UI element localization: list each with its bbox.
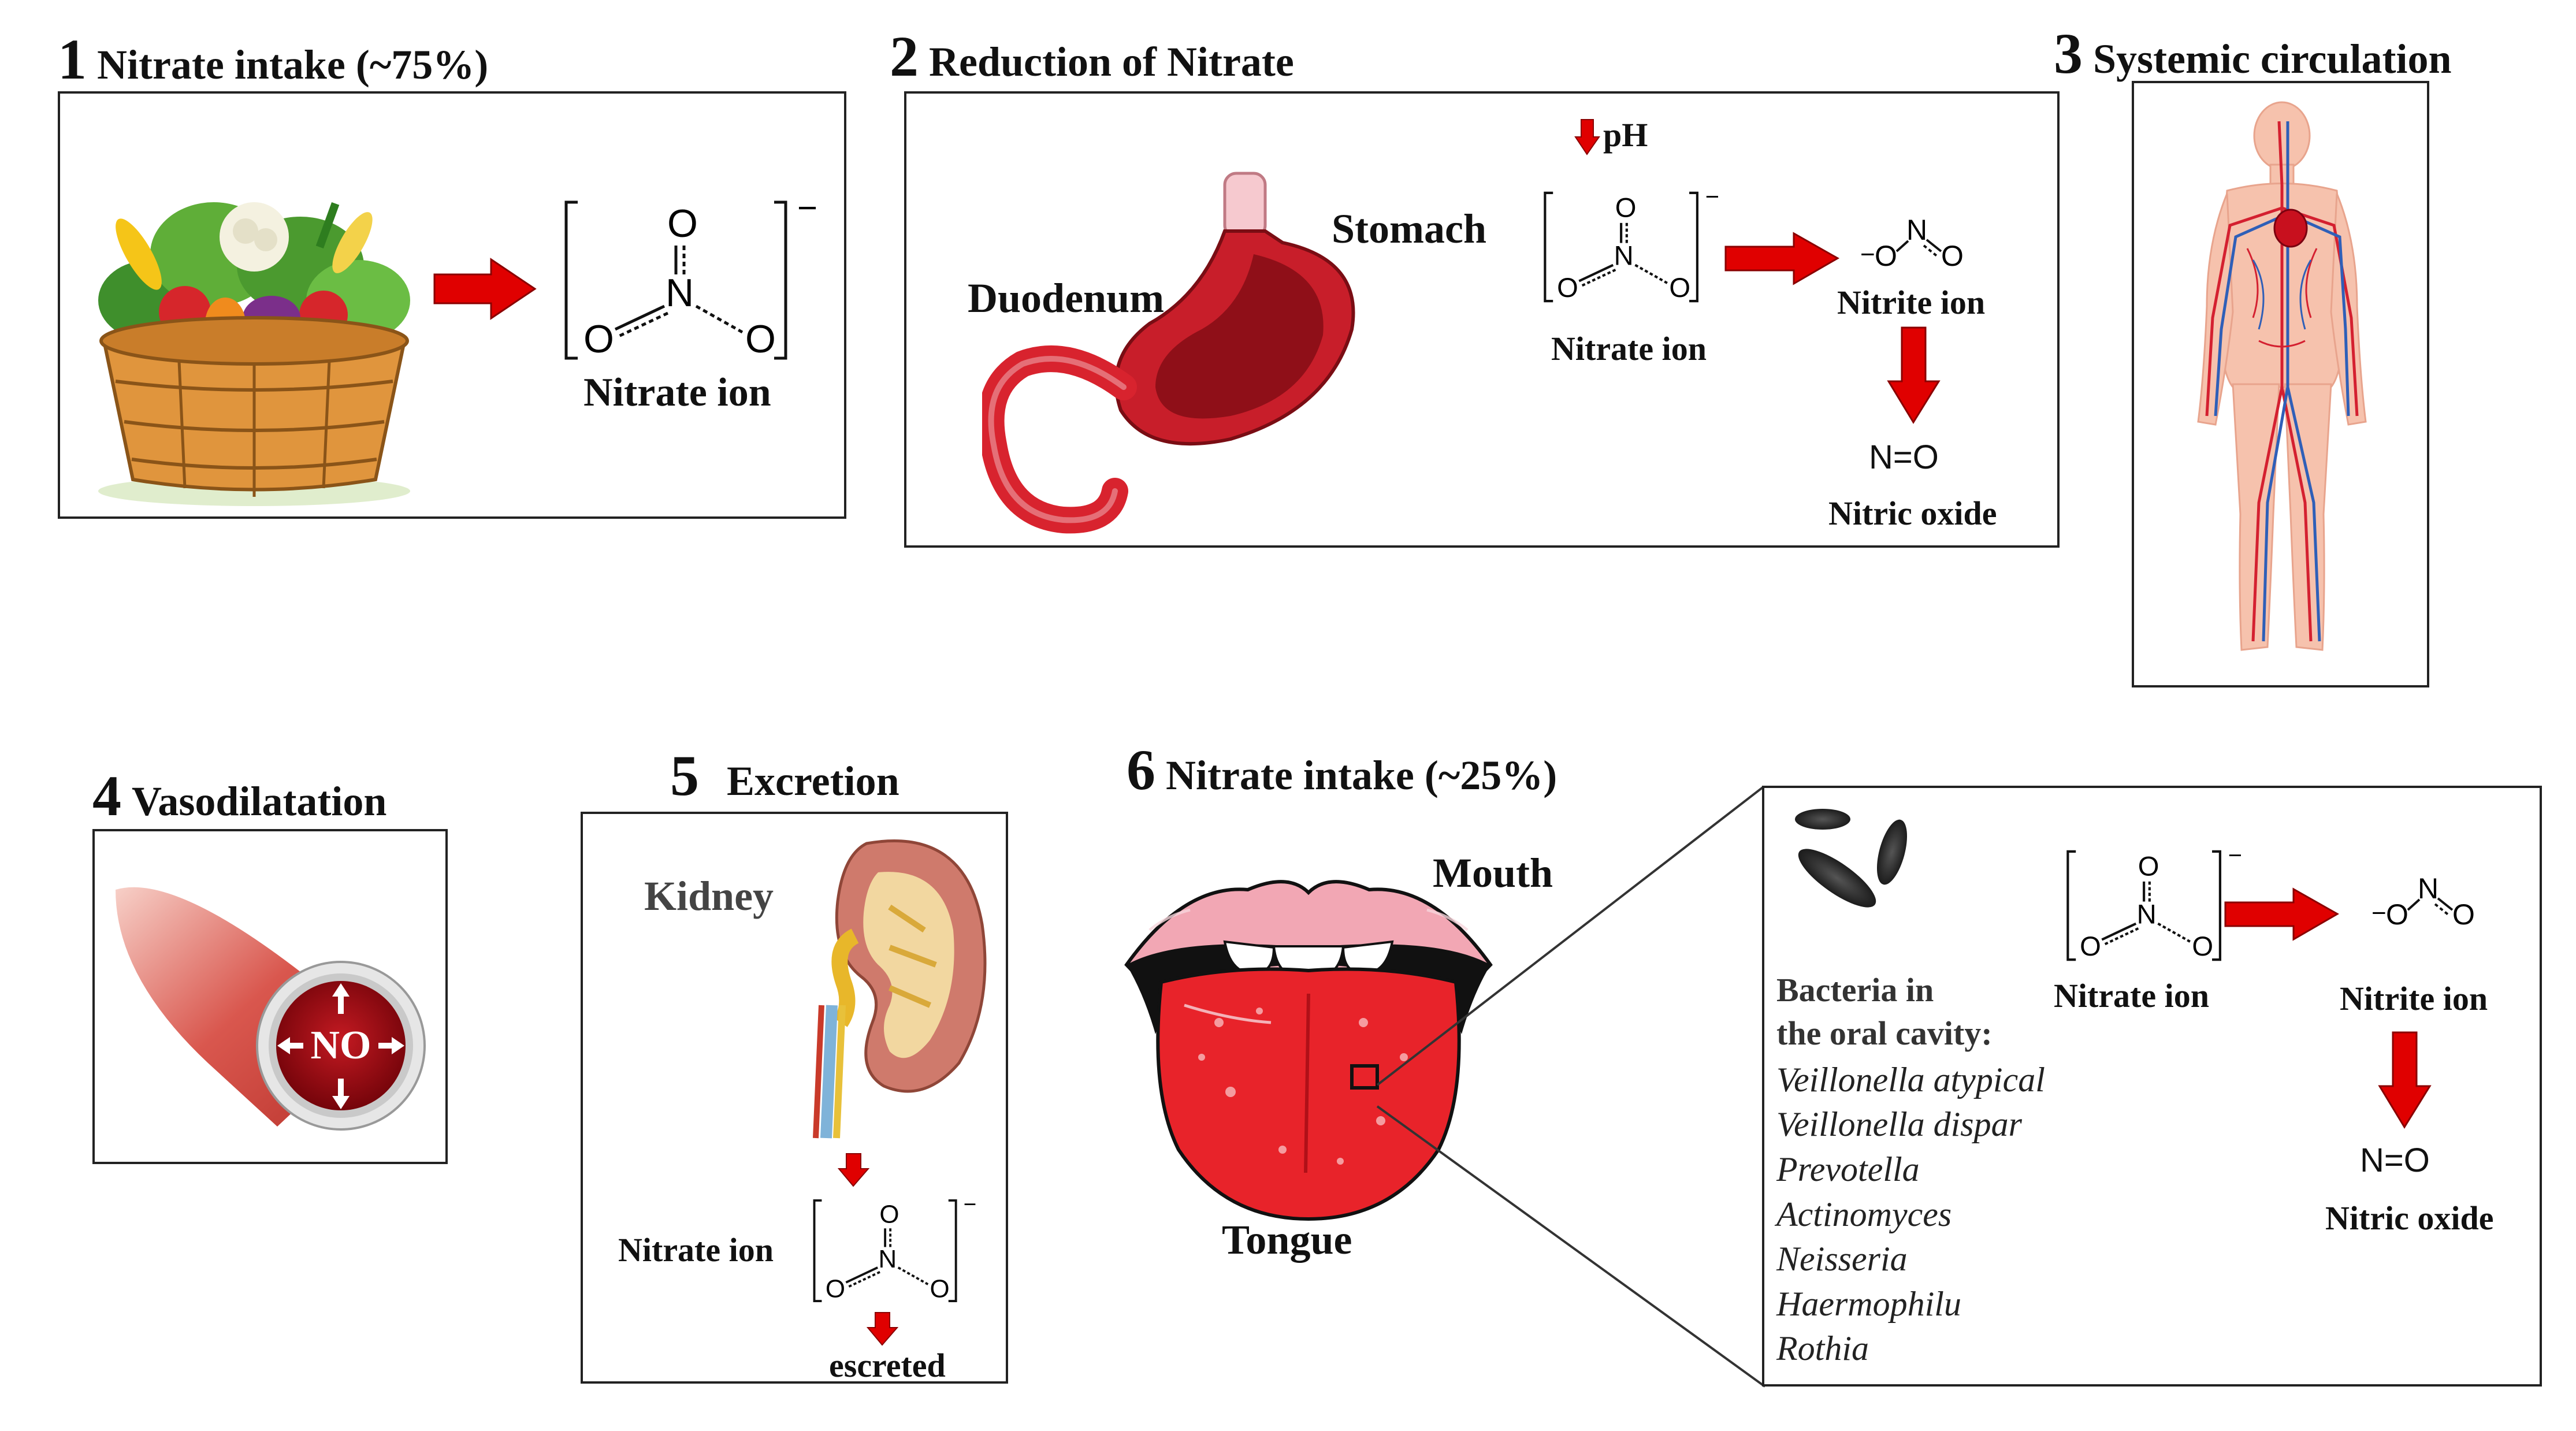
- atom-o-left: O: [1557, 272, 1578, 303]
- basket: [99, 316, 409, 497]
- bacteria-species-3: Prevotella: [1776, 1150, 1920, 1188]
- charge-minus: −: [2228, 843, 2242, 869]
- charge-minus: −: [797, 191, 817, 227]
- bacteria-species-4: Actinomyces: [1776, 1195, 1952, 1233]
- panel-2-number: 2: [890, 24, 919, 88]
- panel-2-title-text: Reduction of Nitrate: [929, 39, 1294, 85]
- atom-o-left: O: [2386, 898, 2408, 931]
- nitrite-to-no-arrow: [1887, 326, 1941, 424]
- bacteria-heading-line-2: the oral cavity:: [1776, 1014, 1993, 1052]
- panel-3-number: 3: [2054, 21, 2083, 86]
- oral-nitric-oxide-label: Nitric oxide: [2325, 1199, 2494, 1237]
- stomach-label: Stomach: [1332, 206, 1486, 252]
- stomach-nitrite-label: Nitrite ion: [1837, 284, 1986, 321]
- panel-5-title: 5 Excretion: [670, 742, 899, 809]
- panel-1-nitrate-label: Nitrate ion: [583, 370, 771, 415]
- bacteria-species-6: Haermophilu: [1776, 1285, 1961, 1323]
- atom-o-right: O: [2452, 898, 2475, 931]
- panel-4-title-text: Vasodilatation: [132, 778, 387, 824]
- nitrate-ion-structure-oral: − O N O O: [2066, 843, 2242, 961]
- atom-o-right: O: [930, 1275, 950, 1303]
- charge-minus: −: [2371, 899, 2387, 927]
- oral-nitrite-to-no-arrow: [2378, 1031, 2432, 1129]
- kidney-illustration: [813, 839, 987, 1139]
- oral-nitrate-to-nitrite-arrow: [2224, 887, 2340, 941]
- atom-o-right: O: [745, 317, 776, 361]
- atom-o-top: O: [1615, 192, 1637, 222]
- kidney-down-arrow: [838, 1153, 869, 1187]
- panel-5-number: 5: [670, 744, 699, 808]
- panel-1-number: 1: [58, 27, 87, 91]
- atom-o-left: O: [583, 317, 614, 361]
- nitrate-ion-structure-excretion: − O N O O: [813, 1193, 977, 1303]
- bacteria-species-1: Veillonella atypical: [1776, 1061, 2045, 1099]
- stomach-no-formula: N=O: [1869, 438, 1939, 476]
- atom-n: N: [2418, 872, 2439, 905]
- atom-o-top: O: [2138, 850, 2159, 881]
- tongue-label: Tongue: [1222, 1217, 1352, 1263]
- atom-o-left: O: [826, 1275, 845, 1303]
- atom-n: N: [2137, 899, 2157, 930]
- charge-minus: −: [1705, 185, 1719, 210]
- atom-n: N: [1614, 240, 1634, 271]
- atom-o-left: O: [2080, 931, 2101, 961]
- excretion-down-arrow: [867, 1312, 898, 1346]
- atom-o-right: O: [2192, 931, 2213, 961]
- nitrate-to-nitrite-arrow: [1724, 232, 1840, 285]
- panel-1-title-text: Nitrate intake (~75%): [97, 42, 489, 88]
- ph-decrease-arrow: [1574, 119, 1600, 155]
- mouth-label: Mouth: [1433, 850, 1553, 896]
- atom-o-top: O: [667, 202, 698, 246]
- bacteria-illustration: [1795, 809, 1908, 908]
- zoom-connector-lines: [1376, 786, 1766, 1388]
- bacteria-species-5: Neisseria: [1776, 1240, 1908, 1278]
- panel-3-title-text: Systemic circulation: [2093, 36, 2452, 82]
- panel-6-number: 6: [1127, 738, 1155, 802]
- atom-n: N: [878, 1245, 897, 1273]
- nitrate-ion-structure-stomach: − O N O O: [1544, 185, 1719, 303]
- oral-no-formula: N=O: [2360, 1142, 2430, 1179]
- stomach-duodenum-illustration: [982, 172, 1355, 534]
- atom-n: N: [1906, 214, 1927, 246]
- excreted-label: escreted: [829, 1347, 946, 1384]
- bacteria-species-7: Rothia: [1776, 1329, 1869, 1367]
- oral-nitrate-label: Nitrate ion: [2054, 977, 2209, 1014]
- vegetable-basket-illustration: [98, 202, 410, 506]
- stomach-nitrate-label: Nitrate ion: [1551, 330, 1707, 367]
- charge-minus: −: [964, 1193, 977, 1217]
- panel-6-title-text: Nitrate intake (~25%): [1166, 752, 1558, 798]
- panel-5-title-text: Excretion: [727, 758, 899, 804]
- excretion-nitrate-label: Nitrate ion: [618, 1231, 774, 1269]
- no-molecule-label: NO: [311, 1023, 371, 1068]
- charge-minus: −: [1860, 240, 1875, 269]
- bacteria-heading-line-1: Bacteria in: [1776, 971, 1934, 1009]
- kidney-label: Kidney: [644, 873, 774, 919]
- atom-o-right: O: [1669, 272, 1690, 303]
- atom-n: N: [666, 271, 694, 315]
- bacteria-species-2: Veillonella dispar: [1776, 1105, 2022, 1143]
- atom-o-right: O: [1941, 240, 1964, 272]
- panel-2-box: [904, 91, 2060, 548]
- duodenum-label: Duodenum: [968, 275, 1165, 321]
- atom-o-top: O: [879, 1200, 899, 1229]
- stomach-nitric-oxide-label: Nitric oxide: [1828, 495, 1997, 532]
- nitrite-ion-structure-oral: − O N O: [2371, 872, 2475, 931]
- oral-nitrite-label: Nitrite ion: [2340, 980, 2488, 1017]
- blood-vessel-illustration: NO: [116, 887, 426, 1131]
- mouth-tongue-illustration: [1124, 880, 1493, 1221]
- circulatory-system-illustration: [2197, 101, 2367, 651]
- nitrite-ion-structure-stomach: − O N O: [1860, 214, 1964, 272]
- panel-4-number: 4: [92, 764, 121, 828]
- ph-label: pH: [1603, 116, 1648, 154]
- nitrate-ion-structure: − O N O O: [564, 191, 817, 361]
- intake-arrow: [433, 258, 537, 320]
- atom-o-left: O: [1875, 240, 1897, 272]
